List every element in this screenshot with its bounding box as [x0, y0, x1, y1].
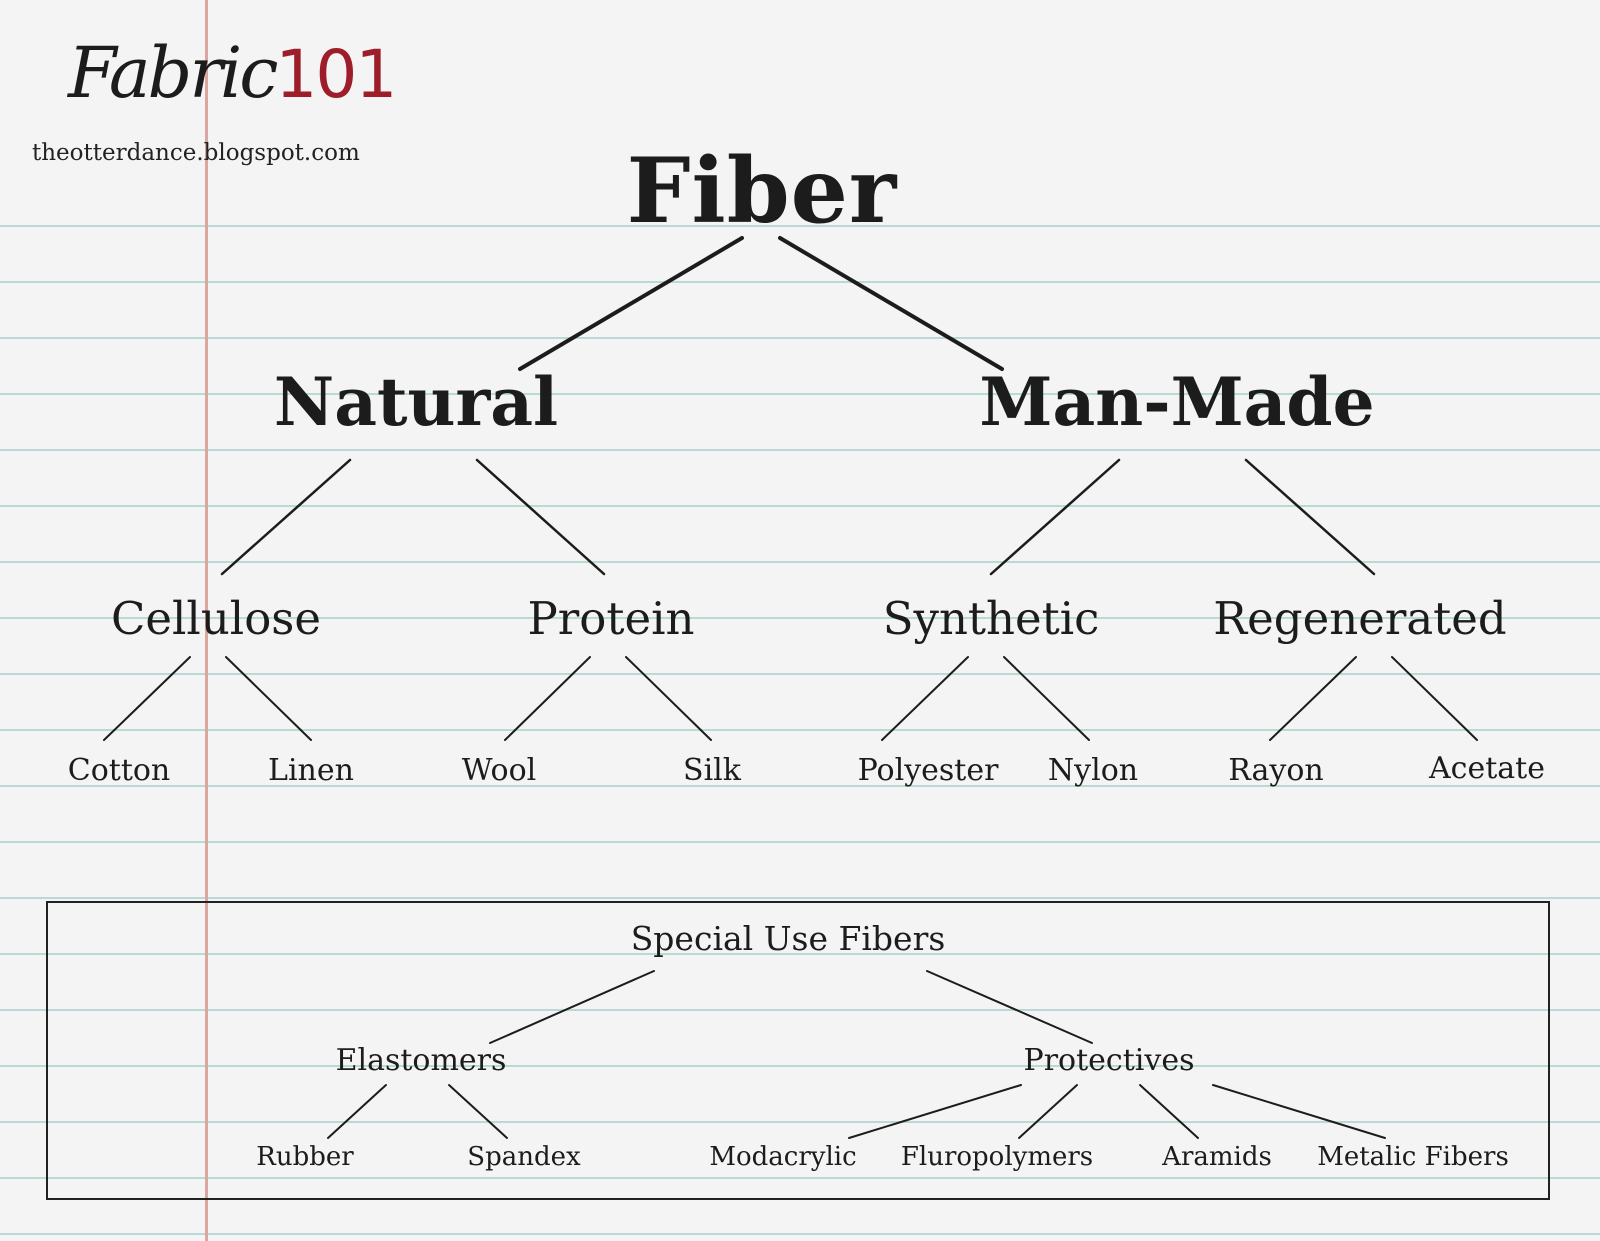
connector-natural-protein [475, 458, 606, 576]
linen-node: Linen [268, 753, 354, 788]
blog-url: theotterdance.blogspot.com [32, 140, 360, 166]
connector-cellulose-linen [225, 656, 312, 741]
connector-special-elastomers [489, 970, 655, 1044]
rayon-node: Rayon [1228, 753, 1324, 788]
protein-node: Protein [527, 592, 695, 645]
rubber-node: Rubber [256, 1142, 354, 1172]
connector-special-protectives [926, 970, 1093, 1044]
connector-synthetic-nylon [1003, 656, 1090, 741]
wool-node: Wool [461, 753, 537, 788]
connector-fiber-natural [518, 236, 744, 371]
fluropolymers-node: Fluropolymers [900, 1142, 1094, 1172]
cotton-node: Cotton [67, 753, 171, 788]
notebook-margin-line [205, 0, 208, 1241]
elastomers-node: Elastomers [335, 1043, 507, 1078]
natural-node: Natural [273, 363, 559, 441]
cellulose-node: Cellulose [110, 592, 322, 645]
connector-protectives-aramids [1139, 1084, 1199, 1139]
spandex-node: Spandex [467, 1142, 581, 1172]
connector-protein-wool [504, 656, 591, 741]
fabric-101-logo: Fabric101 [68, 38, 397, 108]
connector-fiber-man-made [778, 236, 1004, 371]
metalic-fibers-node: Metalic Fibers [1317, 1142, 1509, 1172]
connector-man-made-synthetic [989, 458, 1121, 576]
logo-word: Fabric [68, 32, 278, 114]
modacrylic-node: Modacrylic [709, 1142, 857, 1172]
connector-protein-silk [625, 656, 712, 741]
connector-cellulose-cotton [103, 656, 191, 741]
logo-number: 101 [275, 36, 397, 113]
connector-protectives-metalic-fibers [1212, 1084, 1386, 1139]
polyester-node: Polyester [857, 753, 999, 788]
protectives-node: Protectives [1023, 1043, 1195, 1078]
connector-man-made-regenerated [1244, 458, 1376, 576]
acetate-node: Acetate [1429, 751, 1545, 786]
connector-protectives-modacrylic [848, 1084, 1022, 1139]
connector-protectives-fluropolymers [1018, 1084, 1078, 1139]
connector-regenerated-acetate [1391, 656, 1478, 741]
man-made-node: Man-Made [979, 363, 1375, 441]
synthetic-node: Synthetic [882, 592, 1100, 645]
connector-regenerated-rayon [1269, 656, 1357, 741]
connector-elastomers-spandex [448, 1084, 508, 1139]
connector-natural-cellulose [220, 458, 352, 576]
special-use-fibers-box [46, 901, 1550, 1200]
special-use-fibers-title: Special Use Fibers [630, 919, 946, 958]
aramids-node: Aramids [1162, 1142, 1272, 1172]
connector-elastomers-rubber [327, 1084, 387, 1139]
fiber-node: Fiber [626, 138, 898, 244]
regenerated-node: Regenerated [1213, 592, 1507, 645]
nylon-node: Nylon [1047, 753, 1139, 788]
connector-synthetic-polyester [881, 656, 969, 741]
silk-node: Silk [683, 753, 741, 788]
